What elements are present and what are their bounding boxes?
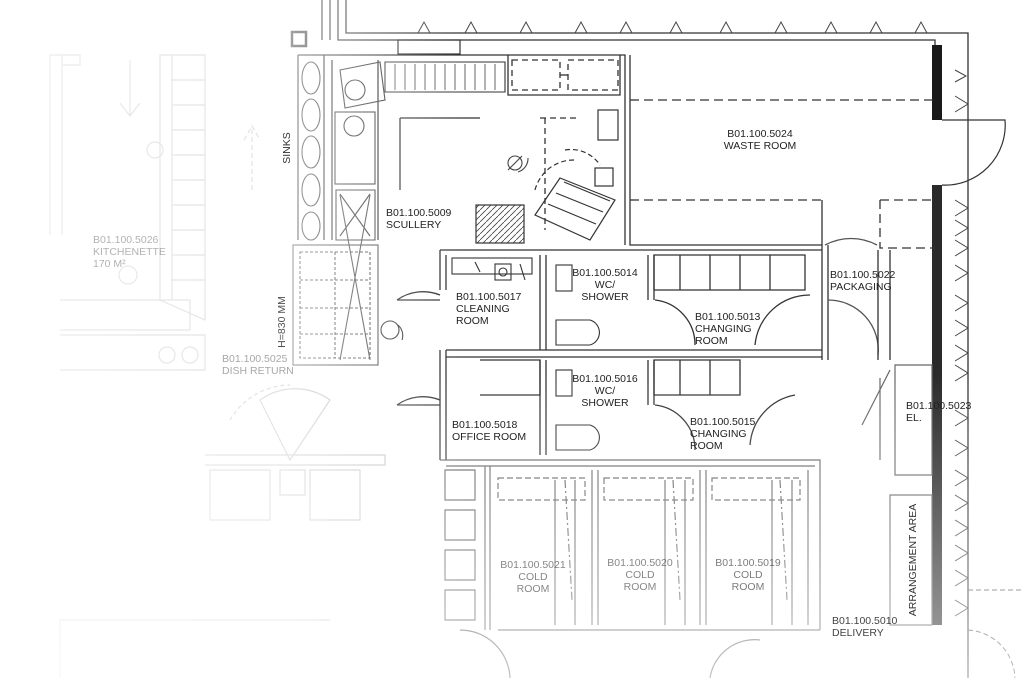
room-code: B01.100.5022	[830, 269, 896, 281]
room-name: SCULLERY	[386, 219, 441, 231]
room-code: B01.100.5024	[727, 128, 793, 140]
room-code: B01.100.5014	[572, 267, 638, 279]
room-name: COLD	[625, 569, 655, 581]
room-name: DELIVERY	[832, 627, 884, 639]
room-name: SHOWER	[581, 291, 629, 303]
room-code: B01.100.5020	[607, 557, 673, 569]
room-name: ROOM	[517, 583, 550, 595]
room-code: B01.100.5019	[715, 557, 781, 569]
sinks-label: SINKS	[281, 132, 293, 164]
room-name: ROOM	[456, 315, 489, 327]
room-name: DISH RETURN	[222, 365, 294, 377]
room-code: B01.100.5009	[386, 207, 452, 219]
arrangement-area-label: ARRANGEMENT AREA	[907, 504, 919, 616]
room-name: WASTE ROOM	[724, 140, 797, 152]
room-code: B01.100.5013	[695, 311, 761, 323]
room-code: B01.100.5010	[832, 615, 898, 627]
room-code: B01.100.5021	[500, 559, 566, 571]
room-code: B01.100.5018	[452, 419, 518, 431]
room-code: B01.100.5017	[456, 291, 522, 303]
room-name: COLD	[733, 569, 763, 581]
room-code: B01.100.5025	[222, 353, 288, 365]
room-name: OFFICE ROOM	[452, 431, 526, 443]
height-label: H=830 mm	[276, 296, 288, 348]
room-name: CHANGING	[690, 428, 747, 440]
room-name: ROOM	[695, 335, 728, 347]
room-name: PACKAGING	[830, 281, 892, 293]
room-name: WC/	[595, 385, 615, 397]
room-name: COLD	[518, 571, 548, 583]
room-code: B01.100.5026	[93, 234, 159, 246]
room-name: WC/	[595, 279, 615, 291]
room-name: ROOM	[732, 581, 765, 593]
annotations: SINKS H=830 mm ARRANGEMENT AREA	[276, 132, 919, 616]
room-name: EL.	[906, 412, 922, 424]
room-name: 170 m²	[93, 258, 126, 270]
room-name: KITCHENETTE	[93, 246, 166, 258]
room-name: SHOWER	[581, 397, 629, 409]
room-name: CLEANING	[456, 303, 510, 315]
room-code: B01.100.5015	[690, 416, 756, 428]
room-name: CHANGING	[695, 323, 752, 335]
room-code: B01.100.5016	[572, 373, 638, 385]
room-code: B01.100.5023	[906, 400, 972, 412]
room-name: ROOM	[690, 440, 723, 452]
room-name: ROOM	[624, 581, 657, 593]
